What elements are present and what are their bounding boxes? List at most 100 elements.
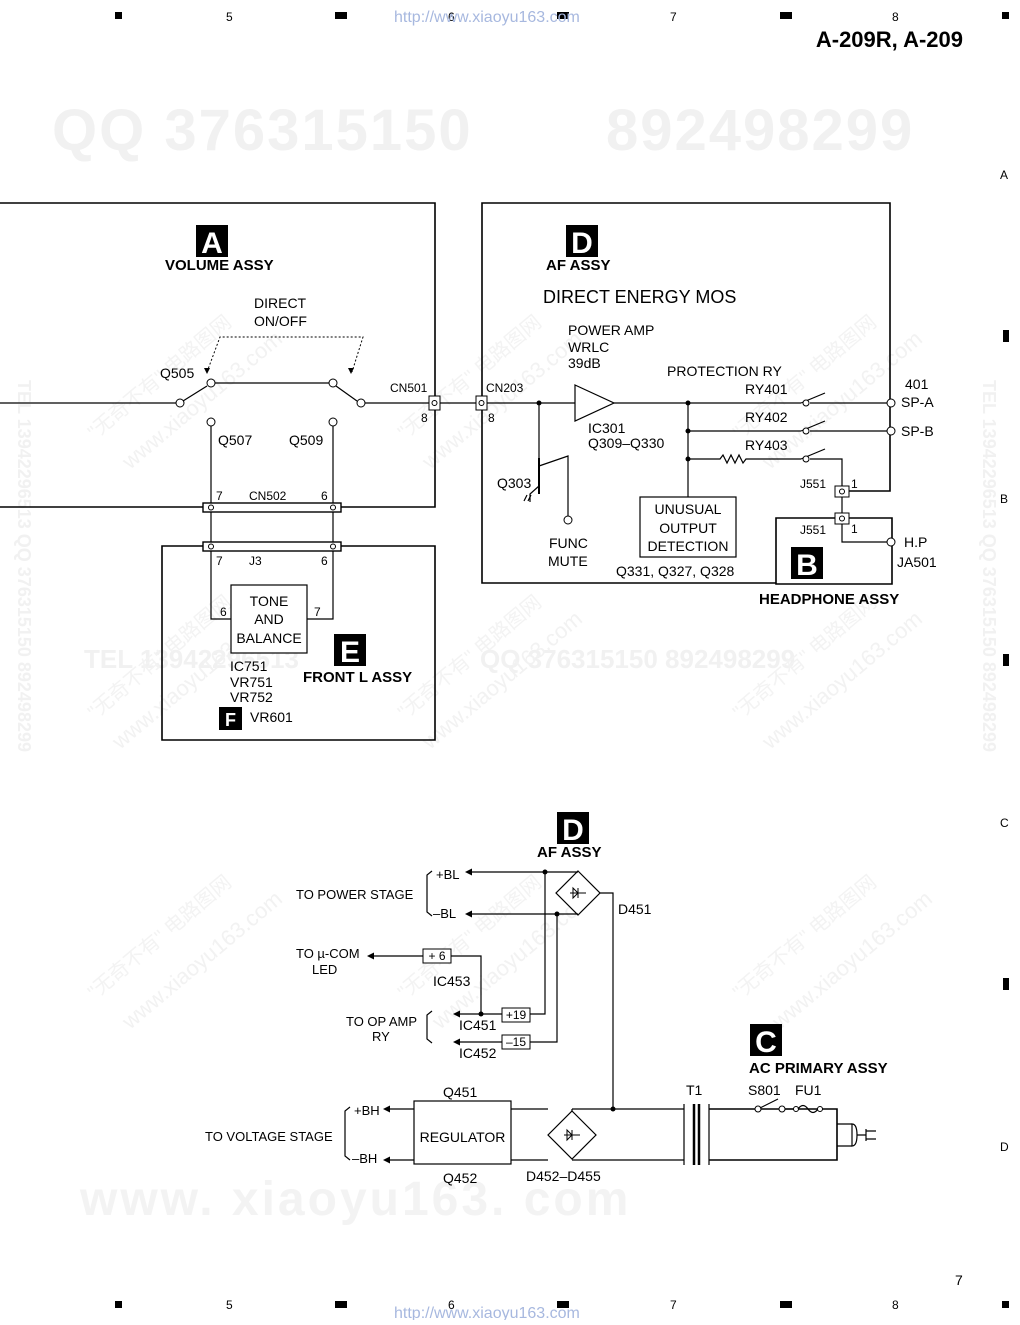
link-arrow <box>204 368 210 374</box>
j3-pin7: 7 <box>216 554 223 568</box>
vr752-label: VR752 <box>230 689 273 705</box>
page-number: 7 <box>955 1272 963 1288</box>
assy-letter-box-f <box>219 707 242 730</box>
connector-pin <box>330 543 336 550</box>
column-number: 8 <box>892 1298 899 1312</box>
frame-square <box>557 12 569 19</box>
and-label: AND <box>254 611 284 627</box>
ac-plug-prongs <box>857 1129 876 1141</box>
assy-letter-box-a <box>196 225 228 257</box>
to-ucom-label: TO µ-COM <box>296 946 360 961</box>
assy-letter-box-d2 <box>557 812 589 844</box>
arrow-head <box>383 1156 390 1164</box>
minus-bh-label: –BH <box>352 1151 377 1166</box>
spb-terminal <box>886 426 896 436</box>
plus6-label: + 6 <box>428 949 445 963</box>
column-number: 5 <box>226 1298 233 1312</box>
output-label: OUTPUT <box>659 520 717 536</box>
plus-bh-label: +BH <box>354 1103 380 1118</box>
watermark-mid: QQ 376315150 892498299 <box>480 644 795 674</box>
column-number: 6 <box>448 1298 455 1312</box>
assy-letter-d: D <box>571 227 593 260</box>
func-label: FUNC <box>549 535 588 551</box>
ground-symbol <box>523 494 532 502</box>
s801-label: S801 <box>748 1082 781 1098</box>
ry401-label: RY401 <box>745 381 788 397</box>
power-amp-triangle <box>574 384 616 422</box>
relay-terminal <box>802 399 810 407</box>
watermark-vertical-right: TEL 13942296513 QQ 376315150 892498299 <box>979 380 999 752</box>
power-supply-block: D AF ASSY D451 TO POWER STAGE +BL –BL TO… <box>205 812 710 1186</box>
headphone-assy-outline <box>775 517 893 585</box>
assy-letter-b: B <box>796 549 818 582</box>
connector-pin <box>208 504 214 511</box>
signal-line <box>210 590 231 620</box>
cn501-pin: 8 <box>421 411 428 425</box>
watermark-bottom: www. xiaoyu163. com <box>79 1173 631 1226</box>
assy-letter-c: C <box>755 1026 777 1059</box>
onoff-label: ON/OFF <box>254 313 307 329</box>
func-mute-terminal <box>563 515 573 525</box>
q309-label: Q309–Q330 <box>588 435 664 451</box>
fuse-terminal <box>817 1106 823 1112</box>
to-led-label: LED <box>312 962 337 977</box>
arrow-head <box>383 1105 390 1113</box>
cn502-label: CN502 <box>249 489 287 503</box>
signal-line <box>307 590 334 620</box>
volume-assy-outline <box>0 202 436 508</box>
model-title: A-209R, A-209 <box>816 27 963 52</box>
wrlc-label: WRLC <box>568 339 609 355</box>
j3-pin6: 6 <box>321 554 328 568</box>
relay-terminal <box>802 455 810 463</box>
ic452-label: IC452 <box>459 1045 497 1061</box>
spb-label: SP-B <box>901 423 934 439</box>
switch-contact <box>328 378 338 388</box>
column-number: 5 <box>226 10 233 24</box>
unusual-output-detection-box <box>639 496 737 558</box>
front-l-assy-title: FRONT L ASSY <box>303 669 412 686</box>
j3-label: J3 <box>249 554 262 568</box>
ac-primary-outline <box>709 1108 838 1161</box>
t1-label: T1 <box>686 1082 703 1098</box>
switch-contact <box>206 378 216 388</box>
tone-label: TONE <box>250 593 289 609</box>
source-url-top[interactable]: http://www.xiaoyu163.com <box>394 9 580 26</box>
ry402-label: RY402 <box>745 409 788 425</box>
direct-energy-mos-label: DIRECT ENERGY MOS <box>543 287 736 307</box>
vr601-label: VR601 <box>250 709 293 725</box>
direct-label: DIRECT <box>254 295 307 311</box>
watermark-qq: QQ 376315150 <box>52 98 473 163</box>
headphone-assy-block: J551 1 H.P JA501 B HEADPHONE ASSY <box>759 512 937 608</box>
frame-square <box>115 1301 122 1308</box>
cn502-pin6: 6 <box>321 489 328 503</box>
frame-square <box>780 1301 792 1308</box>
tone-pin6: 6 <box>220 605 227 619</box>
ja501-label: JA501 <box>897 554 937 570</box>
switch-contact <box>754 1105 762 1113</box>
gain-label: 39dB <box>568 355 601 371</box>
supply-line <box>530 914 558 1043</box>
source-url-bottom[interactable]: http://www.xiaoyu163.com <box>394 1305 580 1322</box>
af-assy-block: D AF ASSY DIRECT ENERGY MOS POWER AMP WR… <box>475 202 934 584</box>
ac-plug-icon <box>851 1123 858 1147</box>
frame-square <box>780 12 792 19</box>
connector-j3 <box>202 541 342 552</box>
plus19-label: +19 <box>506 1008 527 1022</box>
af-assy-outline <box>481 202 891 584</box>
plus19-box <box>501 1007 531 1023</box>
row-letter: C <box>1000 816 1009 830</box>
bracket <box>344 1106 351 1161</box>
arrow-head <box>465 910 472 918</box>
frame-square <box>1002 1301 1009 1308</box>
bracket <box>426 870 433 917</box>
detection-label: DETECTION <box>648 538 729 554</box>
relay-terminal <box>802 427 810 435</box>
regulator-label: REGULATOR <box>420 1129 506 1145</box>
switch-contact <box>778 1105 786 1113</box>
fuse-fu1 <box>797 1104 819 1114</box>
diode-symbol <box>564 1128 580 1142</box>
assy-letter-box-d <box>566 225 598 257</box>
fuse-terminal <box>793 1106 799 1112</box>
frame-square <box>1003 654 1009 666</box>
supply-line <box>600 892 614 1109</box>
